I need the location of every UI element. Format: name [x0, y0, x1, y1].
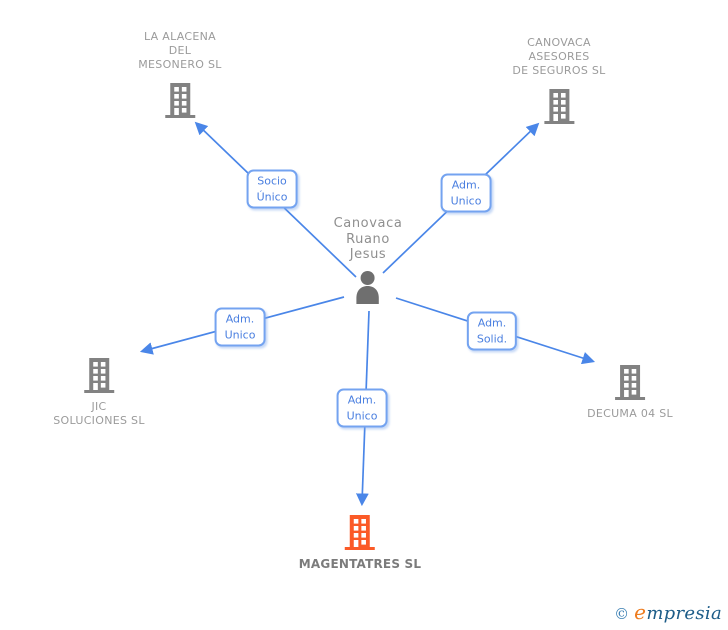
company-name: MAGENTATRES SL [299, 557, 421, 571]
company-node-alacena[interactable]: LA ALACENA DEL MESONERO SL [138, 30, 221, 118]
relation-label-line: Adm. [347, 393, 377, 407]
brand-text: empresia [634, 600, 722, 624]
person-name: Canovaca Ruano Jesus [334, 216, 403, 263]
company-node-decuma[interactable]: DECUMA 04 SL [587, 365, 673, 421]
company-name-line: SOLUCIONES SL [53, 414, 145, 427]
person-icon [356, 270, 380, 304]
building-icon [615, 365, 645, 400]
company-name-line: ASESORES [528, 50, 590, 63]
company-name-line: DE SEGUROS SL [512, 64, 606, 77]
relation-label-adm-unico-left: Adm. Unico [214, 307, 266, 347]
company-name: LA ALACENA DEL MESONERO SL [138, 30, 221, 72]
company-name-line: LA ALACENA [143, 30, 217, 43]
company-node-magentatres[interactable]: MAGENTATRES SL [299, 515, 421, 571]
company-name: DECUMA 04 SL [587, 407, 673, 421]
relation-label-line: Adm. [477, 316, 507, 330]
company-node-jic[interactable]: JIC SOLUCIONES SL [53, 358, 145, 428]
empresia-logo[interactable]: © empresia [614, 600, 722, 624]
building-icon [84, 358, 114, 393]
relation-label-line: Adm. [451, 178, 481, 192]
building-icon [544, 89, 574, 124]
relation-label-line: Único [256, 190, 288, 203]
relation-label-line: Unico [450, 194, 482, 207]
company-name-line: MESONERO SL [138, 58, 222, 71]
brand-lead-letter: e [634, 600, 647, 624]
relation-label-adm-solid: Adm. Solid. [466, 311, 518, 351]
company-name-line: MAGENTATRES SL [298, 557, 422, 571]
company-node-asesores[interactable]: CANOVACA ASESORES DE SEGUROS SL [512, 36, 605, 124]
company-name-line: DECUMA 04 SL [587, 407, 673, 420]
company-name-line: DEL [168, 44, 192, 57]
relation-label-line: Solid. [476, 332, 508, 345]
building-icon [164, 83, 195, 118]
brand-rest-letters: mpresia [646, 603, 722, 624]
relation-label-socio-unico: Socio Único [246, 169, 298, 209]
relation-label-line: Adm. [225, 312, 255, 326]
copyright-icon: © [614, 605, 630, 623]
company-name-line: CANOVACA [527, 36, 591, 49]
person-name-line: Jesus [349, 247, 387, 262]
company-name: JIC SOLUCIONES SL [53, 400, 145, 428]
building-icon-highlighted [345, 515, 375, 550]
relation-label-line: Unico [224, 328, 256, 341]
company-name: CANOVACA ASESORES DE SEGUROS SL [512, 36, 605, 78]
person-name-line: Ruano [346, 231, 390, 247]
relation-label-adm-unico-bottom: Adm. Unico [336, 388, 388, 428]
relation-label-adm-unico-top: Adm. Unico [440, 173, 492, 213]
company-name-line: JIC [91, 400, 107, 413]
person-name-line: Canovaca [333, 216, 403, 231]
person-node[interactable]: Canovaca Ruano Jesus [334, 216, 403, 304]
relation-label-line: Unico [346, 409, 378, 422]
relation-label-line: Socio [257, 174, 287, 188]
